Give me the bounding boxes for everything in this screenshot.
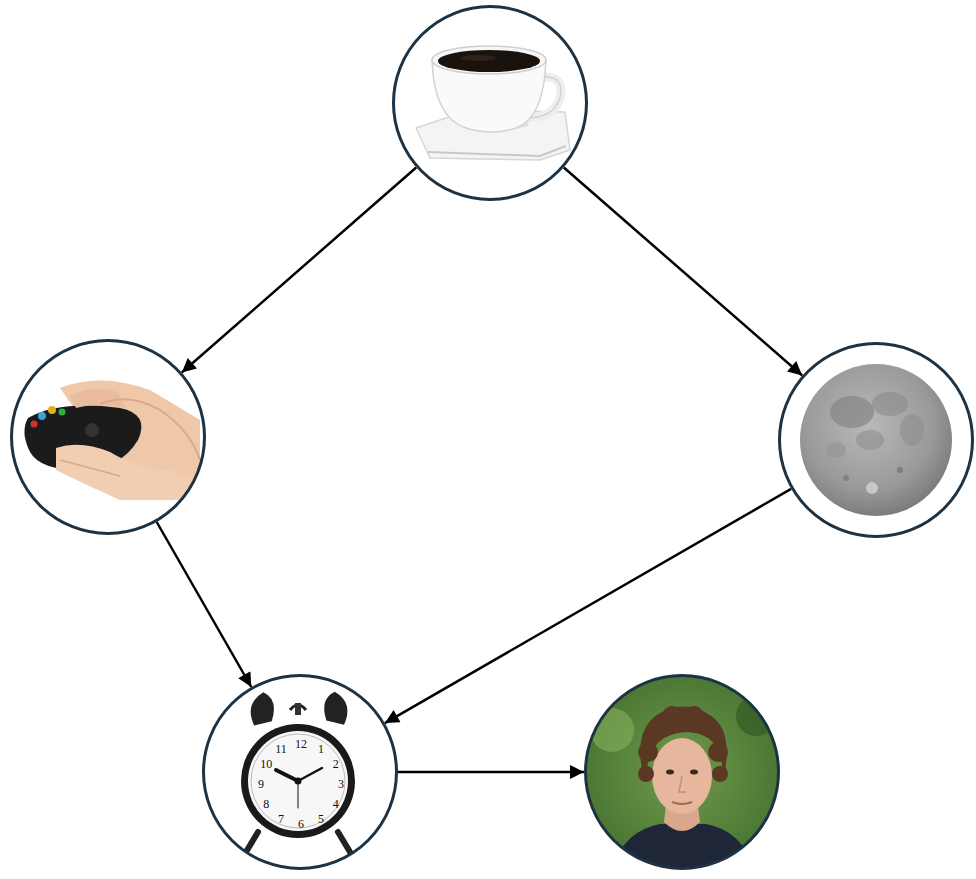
game-controller-picture [12,341,204,533]
clock-numeral: 10 [260,758,272,770]
moon-picture [780,344,972,536]
arrow-connector [564,168,802,376]
clock-numeral: 12 [295,738,307,750]
arrow-connector [182,168,416,373]
picture-node [392,5,588,201]
picture-node: 12 12 3 45 6 78 9 1011 [202,674,398,870]
clock-numeral: 11 [275,743,287,755]
clock-numeral: 2 [333,758,339,770]
clock-numeral: 7 [278,813,284,825]
arrow-connector [398,771,584,774]
clock-numeral: 5 [318,813,324,825]
clock-numeral: 3 [338,778,344,790]
clock-numeral: 1 [318,743,324,755]
clock-numeral: 6 [298,818,304,830]
arrow-connector [157,522,252,687]
clock-numeral: 9 [258,778,264,790]
person-photo [586,676,778,879]
clock-numeral: 8 [263,798,269,810]
clock-numeral: 4 [333,798,339,810]
picture-node [778,342,974,538]
arrow-connector [385,489,791,723]
coffee-cup-picture [394,7,586,199]
alarm-clock-picture [204,676,396,868]
picture-node [584,674,780,870]
picture-node [10,339,206,535]
